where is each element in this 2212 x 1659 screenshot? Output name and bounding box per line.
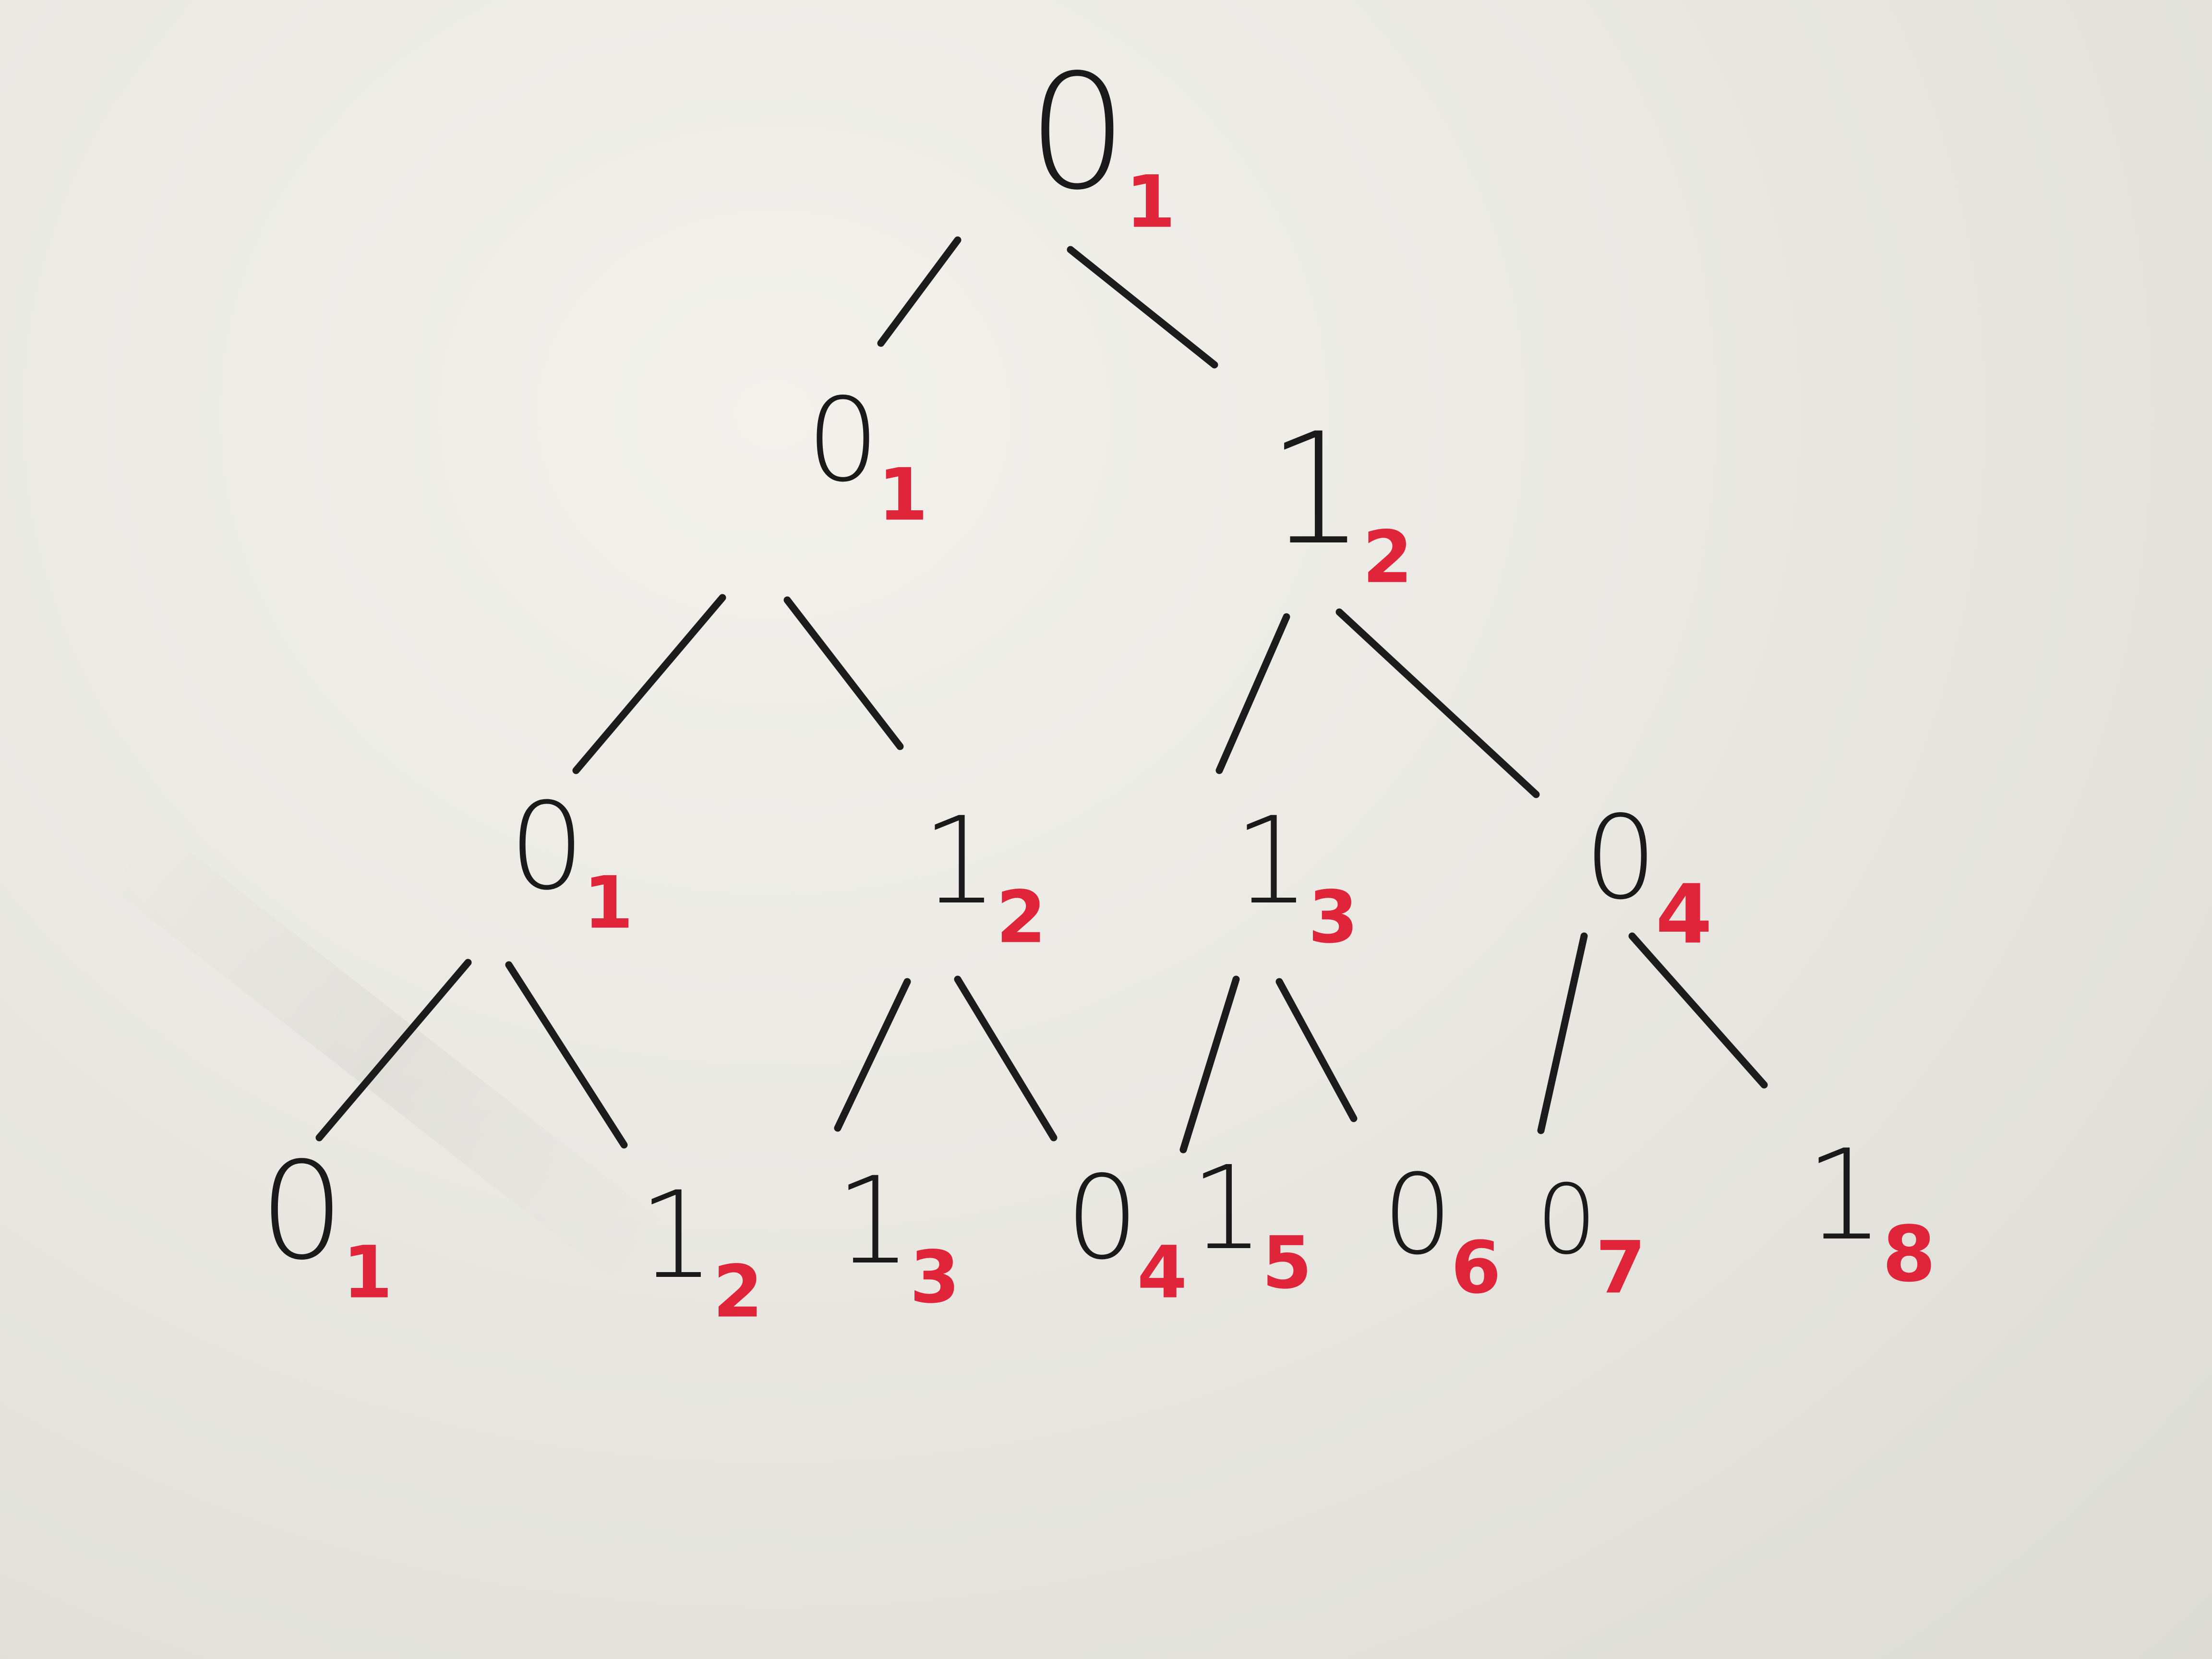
node-index: 4 (1656, 867, 1712, 962)
node-index: 2 (1362, 516, 1412, 600)
tree-edge-n0-n2 (1067, 246, 1218, 369)
node-index: 2 (713, 1250, 763, 1334)
tree-node-n5: 13 (1234, 791, 1358, 960)
tree-node-n2: 12 (1267, 400, 1413, 600)
tree-node-n0: 01 (1027, 40, 1176, 244)
node-value: 0 (1066, 1151, 1139, 1285)
tree-node-n11: 15 (1190, 1141, 1312, 1305)
node-index: 3 (1308, 876, 1358, 960)
tree-node-n6: 04 (1584, 791, 1712, 962)
node-value: 0 (1584, 791, 1658, 925)
node-index: 8 (1882, 1209, 1936, 1299)
tree-edge-n6-n14 (1628, 932, 1768, 1089)
tree-node-n9: 13 (835, 1151, 960, 1320)
node-value: 1 (1190, 1141, 1264, 1275)
tree-node-n1: 01 (806, 373, 928, 537)
tree-edge-n2-n5 (1215, 613, 1290, 774)
node-index: 4 (1137, 1231, 1187, 1315)
node-index: 1 (343, 1231, 393, 1315)
node-index: 2 (996, 876, 1046, 960)
node-value: 1 (922, 791, 998, 931)
node-value: 0 (259, 1133, 345, 1290)
node-value: 0 (1536, 1164, 1597, 1276)
tree-edge-n2-n6 (1335, 608, 1540, 798)
tree-node-n8: 12 (638, 1166, 763, 1334)
node-index: 1 (878, 454, 928, 537)
node-value: 0 (509, 777, 585, 916)
tree-node-n10: 04 (1066, 1151, 1187, 1315)
tree-node-n14: 18 (1805, 1123, 1936, 1299)
node-value: 1 (1805, 1123, 1884, 1268)
node-value: 1 (638, 1166, 715, 1305)
tree-node-n3: 01 (509, 777, 633, 945)
tree-edge-n1-n3 (572, 594, 726, 774)
tree-edge-n0-n1 (877, 236, 962, 347)
node-value: 1 (1234, 791, 1310, 931)
tree-edge-n4-n10 (954, 975, 1058, 1142)
tree-edge-n4-n9 (834, 978, 911, 1132)
tree-edge-n3-n8 (505, 961, 628, 1149)
node-index: 1 (1126, 161, 1176, 244)
node-index: 1 (583, 862, 633, 945)
tree-node-n12: 06 (1382, 1151, 1501, 1310)
tree-node-n13: 07 (1536, 1164, 1646, 1310)
tree-edge-n5-n12 (1275, 978, 1358, 1122)
node-index: 7 (1596, 1226, 1646, 1310)
node-index: 3 (910, 1236, 960, 1320)
tree-edges (315, 236, 1768, 1154)
tree-edge-n5-n11 (1179, 975, 1240, 1154)
node-value: 1 (835, 1151, 912, 1291)
tree-edge-n1-n4 (783, 596, 904, 750)
node-value: 0 (1027, 40, 1128, 225)
tree-edge-n3-n7 (315, 959, 472, 1142)
node-index: 6 (1451, 1226, 1501, 1310)
tree-edge-n6-n13 (1537, 932, 1588, 1134)
node-value: 1 (1267, 400, 1365, 579)
node-value: 0 (1382, 1151, 1453, 1279)
tree-node-n7: 01 (259, 1133, 393, 1315)
node-value: 0 (806, 373, 880, 507)
tree-node-n4: 12 (922, 791, 1046, 960)
node-index: 5 (1262, 1222, 1312, 1305)
